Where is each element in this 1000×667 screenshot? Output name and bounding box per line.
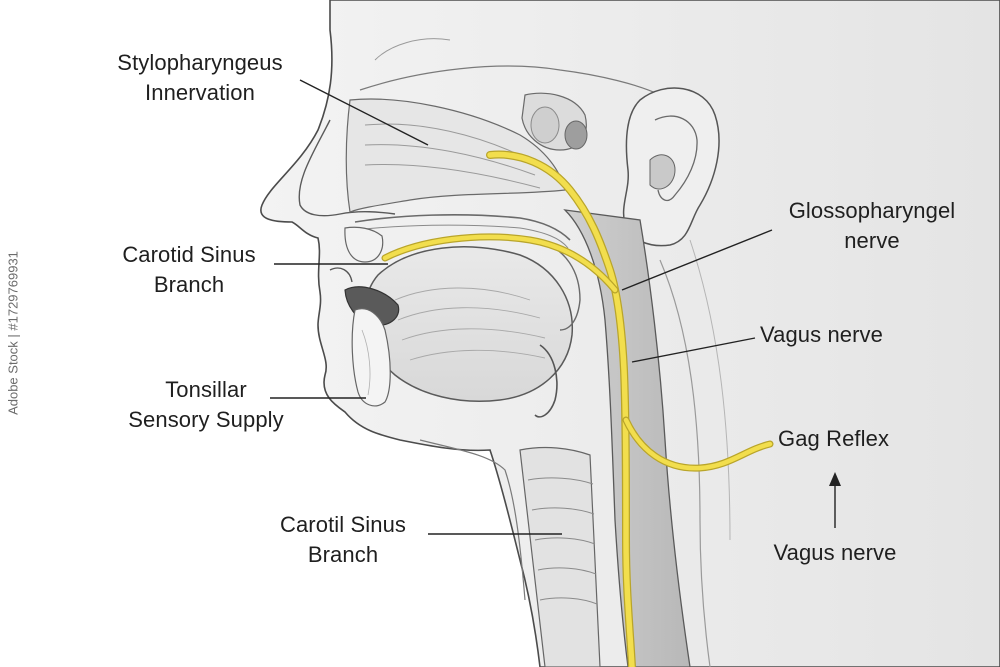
label-glossopharyngeal-line2: nerve	[844, 228, 900, 253]
glossopharyngeal-nerve-path	[381, 150, 774, 667]
leader-vagus-upper	[631, 337, 756, 363]
arrow-head-icon	[829, 472, 841, 486]
trachea	[519, 446, 601, 667]
leader-glossopharyngeal	[621, 229, 773, 291]
label-vagus-lower-text: Vagus nerve	[773, 540, 897, 565]
label-carotil-sinus-lower-line1: Carotil Sinus	[279, 512, 407, 537]
label-stylopharyngeus-line1: Stylopharyngeus	[117, 50, 283, 75]
label-tonsillar-line1: Tonsillar	[165, 377, 247, 402]
label-carotil-sinus-lower: Carotil Sinus Branch	[258, 510, 428, 570]
label-vagus-upper-text: Vagus nerve	[760, 322, 883, 347]
label-tonsillar-line2: Sensory Supply	[128, 407, 284, 432]
nose-shape	[298, 119, 396, 217]
leader-lines	[270, 79, 836, 535]
stock-id-text: Adobe Stock | #1729769931	[5, 251, 21, 415]
nasal-cavity	[345, 98, 566, 213]
label-vagus-upper: Vagus nerve	[760, 320, 883, 350]
label-glossopharyngeal: Glossopharyngel nerve	[772, 196, 972, 256]
label-glossopharyngeal-line1: Glossopharyngel	[788, 198, 956, 223]
label-vagus-lower: Vagus nerve	[760, 538, 910, 568]
ear	[622, 87, 720, 247]
epiglottis	[534, 344, 558, 418]
lower-teeth	[351, 308, 391, 407]
label-stylopharyngeus-line2: Innervation	[145, 80, 255, 105]
label-tonsillar: Tonsillar Sensory Supply	[108, 375, 304, 435]
label-gag-reflex-text: Gag Reflex	[778, 426, 890, 451]
label-carotid-sinus-upper: Carotid Sinus Branch	[104, 240, 274, 300]
label-carotid-sinus-upper-line1: Carotid Sinus	[122, 242, 256, 267]
leader-stylopharyngeus	[299, 79, 429, 146]
label-carotil-sinus-lower-line2: Branch	[307, 542, 379, 567]
label-stylopharyngeus: Stylopharyngeus Innervation	[94, 48, 306, 108]
hard-palate	[354, 213, 571, 241]
label-gag-reflex: Gag Reflex	[778, 424, 889, 454]
label-carotid-sinus-upper-line2: Branch	[153, 272, 225, 297]
upper-teeth	[344, 226, 384, 263]
